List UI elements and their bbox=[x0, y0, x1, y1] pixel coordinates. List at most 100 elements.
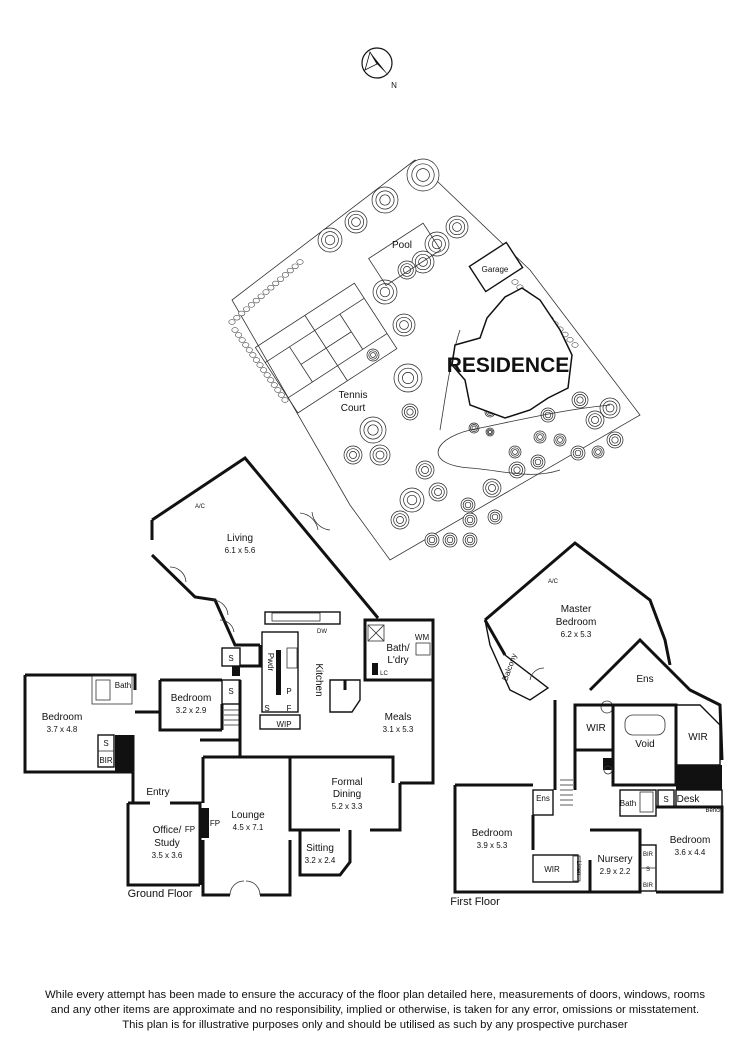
office-label-1: Office/ bbox=[153, 825, 182, 836]
tennis-court-label-1: Tennis bbox=[339, 390, 368, 401]
master-label-2: Bedroom bbox=[556, 617, 597, 628]
ens-label-1: Ens bbox=[636, 674, 653, 685]
tree-ring bbox=[605, 403, 615, 413]
hedge-icon bbox=[281, 397, 289, 403]
hedge-icon bbox=[228, 319, 236, 325]
hedge-icon bbox=[277, 392, 285, 398]
bedroom-first-a-label: Bedroom bbox=[472, 828, 513, 839]
wip-label: WIP bbox=[276, 720, 291, 729]
bir-label: BIR bbox=[99, 756, 113, 765]
s-label-desk: S bbox=[663, 795, 668, 804]
hedge-icon bbox=[238, 337, 246, 343]
wir-label-1: WIR bbox=[586, 723, 605, 734]
fp-label-1: FP bbox=[185, 825, 195, 834]
disclaimer: While every attempt has been made to ens… bbox=[30, 988, 720, 1033]
master-label-1: Master bbox=[561, 604, 592, 615]
tree-ring bbox=[403, 266, 411, 274]
tree-ring bbox=[396, 516, 404, 524]
tree-ring bbox=[595, 449, 601, 455]
disclaimer-line-1: While every attempt has been made to ens… bbox=[45, 989, 705, 1001]
tree-ring bbox=[406, 494, 418, 506]
tree-ring bbox=[488, 430, 492, 434]
hedge-icon bbox=[252, 297, 260, 304]
pool-outline bbox=[368, 222, 442, 286]
wm-label: WM bbox=[415, 633, 430, 642]
hedge-icon bbox=[267, 377, 275, 383]
hedge-icon bbox=[263, 372, 271, 378]
tree-ring bbox=[464, 501, 472, 509]
hedge-icon bbox=[243, 306, 251, 312]
living-dims: 6.1 x 5.6 bbox=[225, 546, 256, 555]
disclaimer-line-3: This plan is for illustrative purposes o… bbox=[122, 1019, 628, 1031]
tree-ring bbox=[557, 437, 563, 443]
hedge-icon bbox=[277, 276, 285, 282]
tree-ring bbox=[446, 536, 454, 544]
s-label-nursery: S bbox=[646, 867, 650, 873]
sitting-label: Sitting bbox=[306, 843, 334, 854]
bir-label-2: BIR bbox=[643, 883, 654, 889]
tree-ring bbox=[402, 372, 414, 384]
tennis-court-label-2: Court bbox=[341, 403, 366, 414]
hedge-icon bbox=[233, 315, 241, 321]
tree-ring bbox=[466, 536, 474, 544]
office-label-2: Study bbox=[154, 838, 180, 849]
hedge-icon bbox=[262, 289, 270, 295]
tree-ring bbox=[370, 352, 376, 358]
fp-label-2: FP bbox=[210, 819, 220, 828]
bath-ldry-label-2: L'dry bbox=[387, 655, 408, 666]
hedge-icon bbox=[296, 259, 304, 265]
tree-ring bbox=[349, 451, 357, 459]
lounge-label: Lounge bbox=[231, 810, 265, 821]
formal-dining-label-2: Dining bbox=[333, 789, 361, 800]
pwdr-label: Pwdr bbox=[266, 653, 275, 672]
tree-ring bbox=[406, 408, 414, 416]
garage-outline bbox=[468, 241, 524, 293]
hedge-icon bbox=[256, 362, 264, 368]
tree-ring bbox=[416, 168, 430, 182]
tree-ring bbox=[421, 466, 429, 474]
ground-floor-title: Ground Floor bbox=[128, 888, 193, 900]
hedge-icon bbox=[242, 342, 250, 348]
tree-ring bbox=[537, 434, 543, 440]
meals-label: Meals bbox=[385, 712, 412, 723]
ens-label-2: Ens bbox=[536, 794, 550, 803]
tree-ring bbox=[611, 436, 619, 444]
f-label: F bbox=[287, 704, 292, 713]
hedge-icon bbox=[571, 342, 579, 348]
hedge-icon bbox=[274, 387, 282, 393]
tree-ring bbox=[434, 488, 442, 496]
bedroom-first-b-dims: 3.6 x 4.4 bbox=[675, 848, 706, 857]
bath-label-first: Bath bbox=[620, 799, 636, 808]
bench-label: Bench bbox=[705, 808, 722, 814]
tree-ring bbox=[591, 416, 599, 424]
tree-ring bbox=[512, 449, 518, 455]
linen-label: Linen bbox=[575, 861, 581, 876]
bedroom-a-label: Bedroom bbox=[42, 712, 83, 723]
formal-dining-dims: 5.2 x 3.3 bbox=[332, 802, 363, 811]
bedroom-first-b-label: Bedroom bbox=[670, 835, 711, 846]
tree-ring bbox=[351, 217, 361, 227]
hedge-icon bbox=[257, 293, 265, 299]
s-bir-label: S bbox=[103, 739, 108, 748]
dw-label: DW bbox=[317, 629, 327, 635]
s-label-kitchen: S bbox=[264, 704, 269, 713]
first-floor-title: First Floor bbox=[450, 896, 500, 908]
tree-ring bbox=[367, 424, 379, 436]
tree-ring bbox=[375, 450, 385, 460]
s-label-2: S bbox=[228, 687, 233, 696]
hedge-icon bbox=[235, 332, 243, 338]
pool-label: Pool bbox=[392, 240, 412, 251]
tree-ring bbox=[534, 458, 542, 466]
ac-label-first: A/C bbox=[548, 579, 559, 585]
hedge-icon bbox=[252, 357, 260, 363]
north-label: N bbox=[391, 81, 397, 90]
hedge-icon bbox=[286, 267, 294, 274]
tree-ring bbox=[428, 536, 436, 544]
hedge-icon bbox=[272, 280, 280, 287]
kitchen-label: Kitchen bbox=[313, 663, 324, 696]
hedge-icon bbox=[281, 272, 289, 278]
tree-ring bbox=[544, 411, 552, 419]
entry-label: Entry bbox=[146, 787, 169, 798]
wir-label-2: WIR bbox=[688, 732, 707, 743]
tree-ring bbox=[466, 516, 474, 524]
